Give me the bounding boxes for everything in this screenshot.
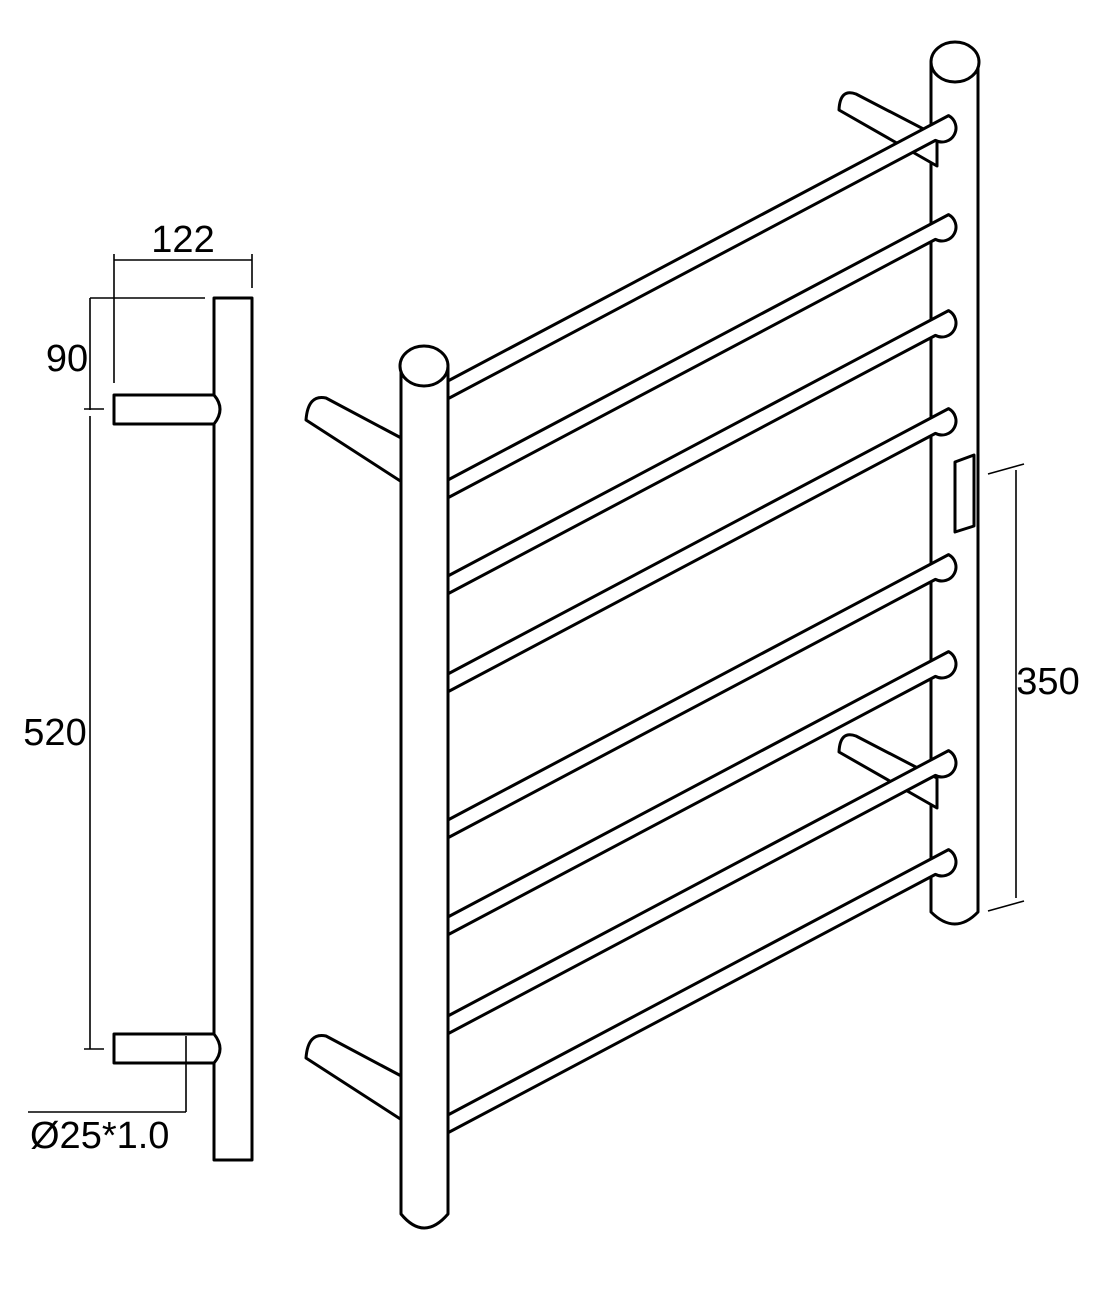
rail-bar-2 bbox=[434, 213, 958, 506]
rail-bar-1 bbox=[434, 114, 958, 407]
side-bracket-bottom bbox=[112, 1032, 222, 1065]
dimension-label-122: 122 bbox=[151, 219, 214, 261]
rail-bar-3 bbox=[434, 309, 958, 602]
front-post bbox=[398, 344, 450, 1230]
rail-bar-4 bbox=[434, 407, 958, 700]
dimension-122: 122 bbox=[113, 219, 253, 383]
dimension-350: 350 bbox=[987, 463, 1080, 912]
bars-group bbox=[434, 114, 958, 1141]
rail-bar-8 bbox=[434, 848, 958, 1141]
side-post bbox=[212, 296, 254, 1162]
front-bracket-top bbox=[304, 395, 407, 486]
isometric-view: 350 bbox=[304, 40, 1080, 1230]
dimension-label-520: 520 bbox=[23, 712, 86, 754]
dimension-label-350: 350 bbox=[1016, 661, 1079, 703]
post-cover-plate bbox=[953, 453, 976, 534]
front-bracket-bottom bbox=[304, 1033, 407, 1124]
rail-bar-7 bbox=[434, 749, 958, 1042]
side-view: 122 90 520 Ø25*1.0 bbox=[23, 219, 254, 1162]
dimension-label-diameter: Ø25*1.0 bbox=[30, 1115, 169, 1157]
dimension-diameter: Ø25*1.0 bbox=[28, 1036, 187, 1157]
dimension-90: 90 bbox=[46, 297, 205, 410]
dimension-label-90: 90 bbox=[46, 338, 88, 380]
side-bracket-top bbox=[112, 393, 222, 426]
rail-bar-6 bbox=[434, 650, 958, 943]
dimension-520: 520 bbox=[23, 416, 104, 1050]
back-post bbox=[929, 40, 981, 926]
rail-bar-5 bbox=[434, 553, 958, 846]
